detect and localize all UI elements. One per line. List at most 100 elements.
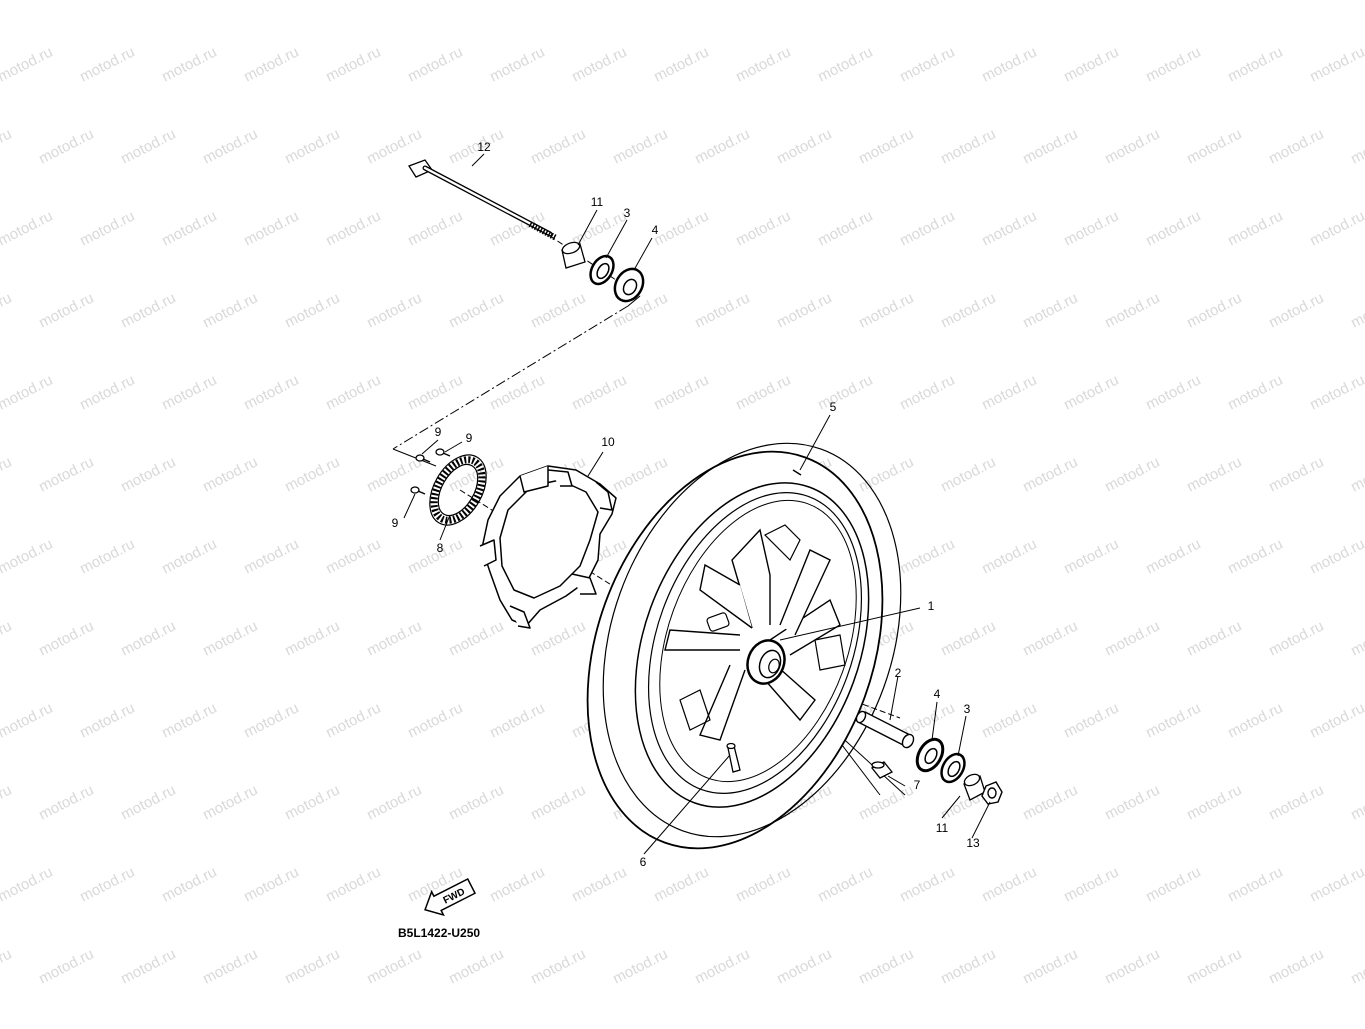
watermark-text: motod.ru bbox=[1143, 208, 1203, 250]
watermark-text: motod.ru bbox=[774, 290, 834, 332]
watermark-text: motod.ru bbox=[0, 0, 15, 4]
watermark-text: motod.ru bbox=[77, 700, 137, 742]
watermark-text: motod.ru bbox=[1307, 44, 1365, 86]
watermark-text: motod.ru bbox=[200, 454, 260, 496]
watermark-text: motod.ru bbox=[323, 700, 383, 742]
watermark-text: motod.ru bbox=[0, 618, 15, 660]
watermark-text: motod.ru bbox=[159, 372, 219, 414]
watermark-text: motod.ru bbox=[1225, 372, 1285, 414]
watermark-text: motod.ru bbox=[1061, 372, 1121, 414]
watermark-text: motod.ru bbox=[487, 44, 547, 86]
watermark-text: motod.ru bbox=[1266, 290, 1326, 332]
watermark-text: motod.ru bbox=[241, 864, 301, 906]
watermark-text: motod.ru bbox=[1061, 864, 1121, 906]
watermark-text: motod.ru bbox=[856, 126, 916, 168]
watermark-text: motod.ru bbox=[610, 454, 670, 496]
watermark-text: motod.ru bbox=[1266, 454, 1326, 496]
watermark-text: motod.ru bbox=[1102, 618, 1162, 660]
watermark-text: motod.ru bbox=[36, 618, 96, 660]
watermark-text: motod.ru bbox=[77, 208, 137, 250]
watermark-text: motod.ru bbox=[159, 536, 219, 578]
watermark-text: motod.ru bbox=[651, 864, 711, 906]
watermark-text: motod.ru bbox=[1102, 0, 1162, 4]
watermark-text: motod.ru bbox=[364, 0, 424, 4]
watermark-text: motod.ru bbox=[487, 700, 547, 742]
watermark-text: motod.ru bbox=[979, 536, 1039, 578]
watermark-text: motod.ru bbox=[36, 782, 96, 824]
watermark-text: motod.ru bbox=[774, 126, 834, 168]
watermark-text: motod.ru bbox=[405, 700, 465, 742]
watermark-text: motod.ru bbox=[1266, 0, 1326, 4]
watermark-text: motod.ru bbox=[77, 536, 137, 578]
watermark-text: motod.ru bbox=[118, 290, 178, 332]
callout-7: 7 bbox=[914, 778, 921, 792]
watermark-text: motod.ru bbox=[569, 864, 629, 906]
watermark-text: motod.ru bbox=[1348, 782, 1365, 824]
watermark-text: motod.ru bbox=[323, 864, 383, 906]
watermark-text: motod.ru bbox=[733, 372, 793, 414]
watermark-text: motod.ru bbox=[77, 44, 137, 86]
screws bbox=[410, 448, 451, 495]
watermark-text: motod.ru bbox=[0, 290, 15, 332]
watermark-text: motod.ru bbox=[282, 290, 342, 332]
watermark-text: motod.ru bbox=[897, 536, 957, 578]
callout-9: 9 bbox=[466, 431, 473, 445]
watermark-text: motod.ru bbox=[446, 946, 506, 988]
watermark-text: motod.ru bbox=[487, 864, 547, 906]
watermark-text: motod.ru bbox=[1184, 126, 1244, 168]
watermark-text: motod.ru bbox=[364, 782, 424, 824]
watermark-text: motod.ru bbox=[0, 782, 15, 824]
watermark-text: motod.ru bbox=[528, 946, 588, 988]
callout-1: 1 bbox=[928, 599, 935, 613]
watermark-text: motod.ru bbox=[1061, 208, 1121, 250]
watermark-text: motod.ru bbox=[774, 0, 834, 4]
watermark-text: motod.ru bbox=[651, 44, 711, 86]
watermark-text: motod.ru bbox=[323, 208, 383, 250]
watermark-text: motod.ru bbox=[692, 946, 752, 988]
watermark-text: motod.ru bbox=[1020, 618, 1080, 660]
watermark-text: motod.ru bbox=[1184, 782, 1244, 824]
watermark-text: motod.ru bbox=[815, 208, 875, 250]
watermark-text: motod.ru bbox=[815, 372, 875, 414]
watermark-text: motod.ru bbox=[1348, 618, 1365, 660]
collar-lower bbox=[963, 773, 986, 801]
watermark-text: motod.ru bbox=[610, 126, 670, 168]
watermark-text: motod.ru bbox=[446, 618, 506, 660]
watermark-text: motod.ru bbox=[1266, 946, 1326, 988]
watermark-text: motod.ru bbox=[405, 208, 465, 250]
watermark-text: motod.ru bbox=[323, 536, 383, 578]
watermark-text: motod.ru bbox=[1061, 700, 1121, 742]
watermark-text: motod.ru bbox=[979, 700, 1039, 742]
watermark-text: motod.ru bbox=[774, 946, 834, 988]
watermark-text: motod.ru bbox=[405, 44, 465, 86]
watermark-text: motod.ru bbox=[118, 782, 178, 824]
front-axle bbox=[408, 159, 558, 241]
watermark-text: motod.ru bbox=[1348, 0, 1365, 4]
watermark-text: motod.ru bbox=[0, 454, 15, 496]
watermark-text: motod.ru bbox=[1102, 454, 1162, 496]
watermark-text: motod.ru bbox=[241, 44, 301, 86]
watermark-text: motod.ru bbox=[692, 126, 752, 168]
watermark-text: motod.ru bbox=[856, 0, 916, 4]
watermark-text: motod.ru bbox=[1143, 700, 1203, 742]
watermark-text: motod.ru bbox=[118, 618, 178, 660]
watermark-text: motod.ru bbox=[733, 208, 793, 250]
watermark-text: motod.ru bbox=[733, 44, 793, 86]
watermark-text: motod.ru bbox=[487, 372, 547, 414]
oil-seal-lower bbox=[940, 752, 966, 784]
watermark-text: motod.ru bbox=[692, 0, 752, 4]
watermark-text: motod.ru bbox=[1143, 372, 1203, 414]
callout-4: 4 bbox=[652, 223, 659, 237]
front-wheel bbox=[586, 442, 902, 850]
watermark-text: motod.ru bbox=[118, 946, 178, 988]
watermark-text: motod.ru bbox=[77, 864, 137, 906]
watermark-text: motod.ru bbox=[446, 290, 506, 332]
watermark-text: motod.ru bbox=[159, 44, 219, 86]
oil-seal-upper bbox=[589, 254, 615, 286]
watermark-text: motod.ru bbox=[1184, 946, 1244, 988]
watermark-text: motod.ru bbox=[692, 290, 752, 332]
callout-10: 10 bbox=[601, 435, 615, 449]
watermark-text: motod.ru bbox=[159, 700, 219, 742]
callout-12: 12 bbox=[477, 140, 491, 154]
